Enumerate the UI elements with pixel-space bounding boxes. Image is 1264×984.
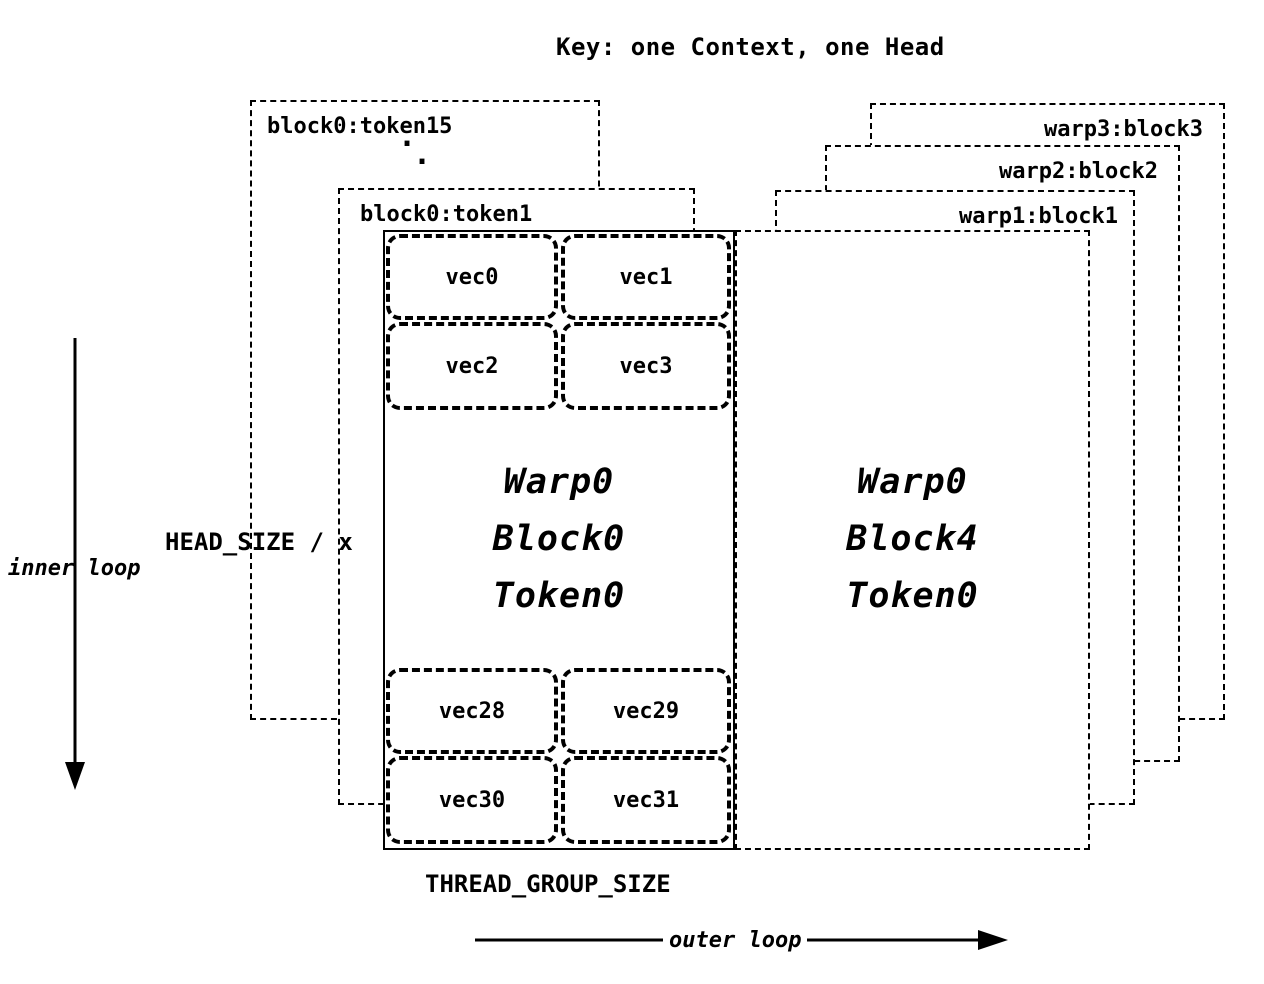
left-block-line2: Block0 [492,519,626,559]
vec3-cell: vec3 [561,322,731,410]
head-size-label: HEAD_SIZE / x [165,528,353,556]
vec0-cell: vec0 [386,234,558,320]
vec29-label: vec29 [612,698,680,724]
right-block-line2: Block4 [846,519,979,559]
vec29-cell: vec29 [561,668,731,754]
diagram-title: Key: one Context, one Head [556,33,945,61]
vec30-cell: vec30 [386,756,558,844]
vec1-cell: vec1 [561,234,731,320]
card-label-warp2-block2: warp2:block2 [999,159,1158,184]
vec1-label: vec1 [619,264,673,290]
left-block-line3: Token0 [492,576,626,616]
card-label-block0-token15: block0:token15 [267,114,453,139]
vec2-cell: vec2 [386,322,558,410]
left-block-line1: Warp0 [503,462,615,502]
card-label-warp1-block1: warp1:block1 [959,204,1118,229]
vec28-label: vec28 [438,698,506,724]
vec30-label: vec30 [438,787,506,813]
vec31-label: vec31 [612,787,680,813]
left-block-title: Warp0 Block0 Token0 [383,462,735,616]
card-label-block0-token1: block0:token1 [360,202,533,227]
ellipsis-dot-2: · [413,145,432,180]
vec31-cell: vec31 [561,756,731,844]
right-block-title: Warp0 Block4 Token0 [735,462,1090,616]
inner-loop-arrow [65,338,85,790]
card-label-warp3-block3: warp3:block3 [1044,117,1203,142]
vec28-cell: vec28 [386,668,558,754]
right-block-line3: Token0 [846,576,979,616]
vec2-label: vec2 [445,353,499,379]
vec0-label: vec0 [445,264,499,290]
ellipsis-dot-1: · [398,127,417,162]
outer-loop-label: outer loop [663,928,808,953]
right-block-line1: Warp0 [857,462,968,502]
right-main-block [735,230,1090,850]
thread-group-size-label: THREAD_GROUP_SIZE [425,870,671,898]
vec3-label: vec3 [619,353,673,379]
